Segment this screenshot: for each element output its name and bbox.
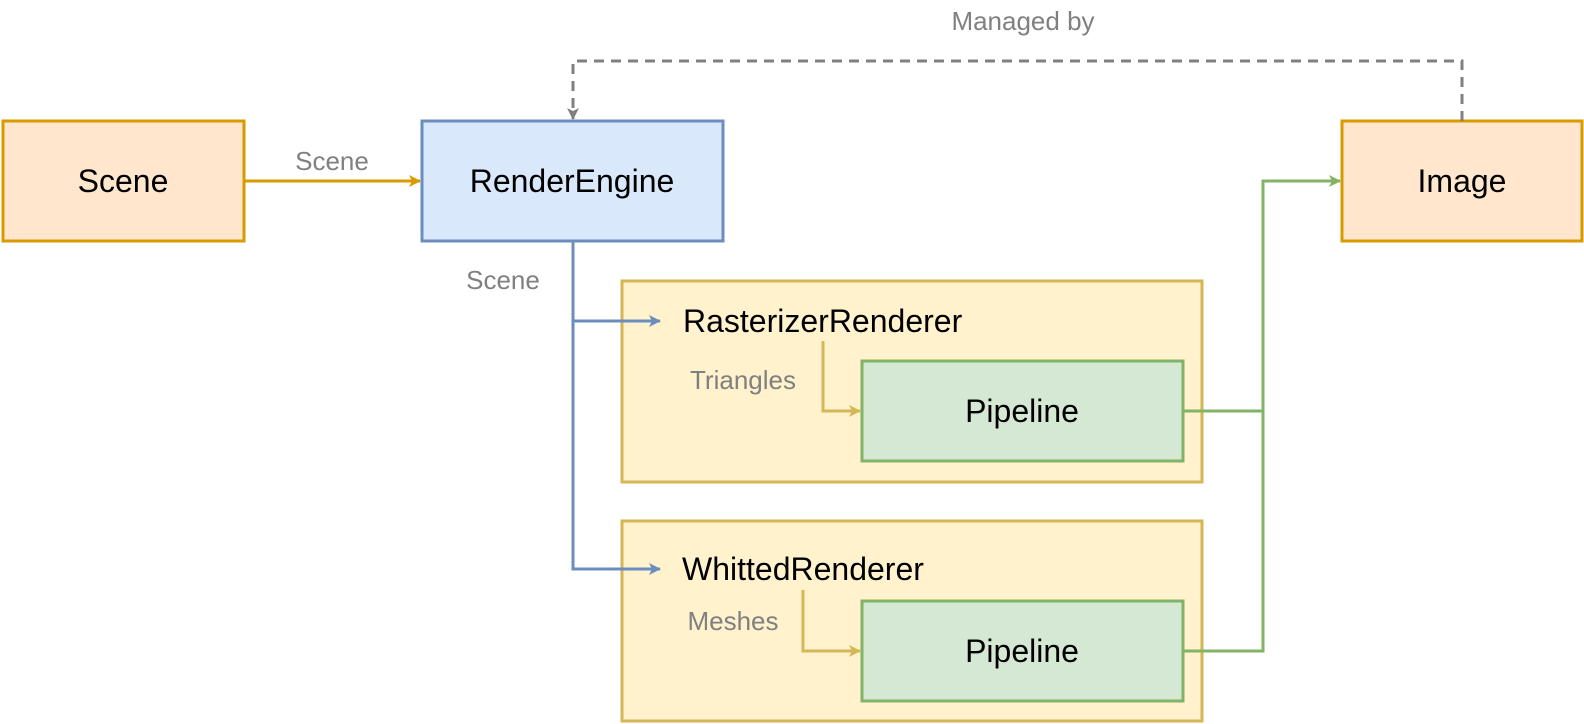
pipeline-whitted-to-image-line — [1183, 411, 1265, 653]
pipeline-rasterizer-to-image-arrow — [1183, 175, 1341, 413]
rasterizer-renderer-label: RasterizerRenderer — [683, 303, 963, 339]
engine-to-whitted-arrow — [571, 321, 661, 575]
managed-by-arrow — [567, 59, 1464, 121]
pipeline-rasterizer-node — [860, 359, 1185, 463]
managed-by-edge-label: Managed by — [951, 6, 1094, 36]
scene-node-label: Scene — [78, 163, 169, 199]
pipeline-whitted-node — [860, 599, 1185, 703]
triangles-edge-label: Triangles — [690, 365, 796, 395]
engine-to-renderers-edge-label: Scene — [466, 265, 540, 295]
whitted-renderer-label: WhittedRenderer — [682, 551, 924, 587]
meshes-edge-label: Meshes — [687, 606, 778, 636]
render-engine-node — [420, 119, 725, 243]
triangles-arrow — [821, 341, 861, 417]
image-node-label: Image — [1418, 163, 1507, 199]
render-engine-node-label: RenderEngine — [470, 163, 675, 199]
meshes-arrow — [801, 590, 861, 657]
pipeline-whitted-label: Pipeline — [965, 633, 1079, 669]
pipeline-rasterizer-label: Pipeline — [965, 393, 1079, 429]
scene-node — [1, 119, 246, 243]
image-node — [1340, 119, 1584, 243]
scene-to-engine-edge-label: Scene — [295, 146, 369, 176]
